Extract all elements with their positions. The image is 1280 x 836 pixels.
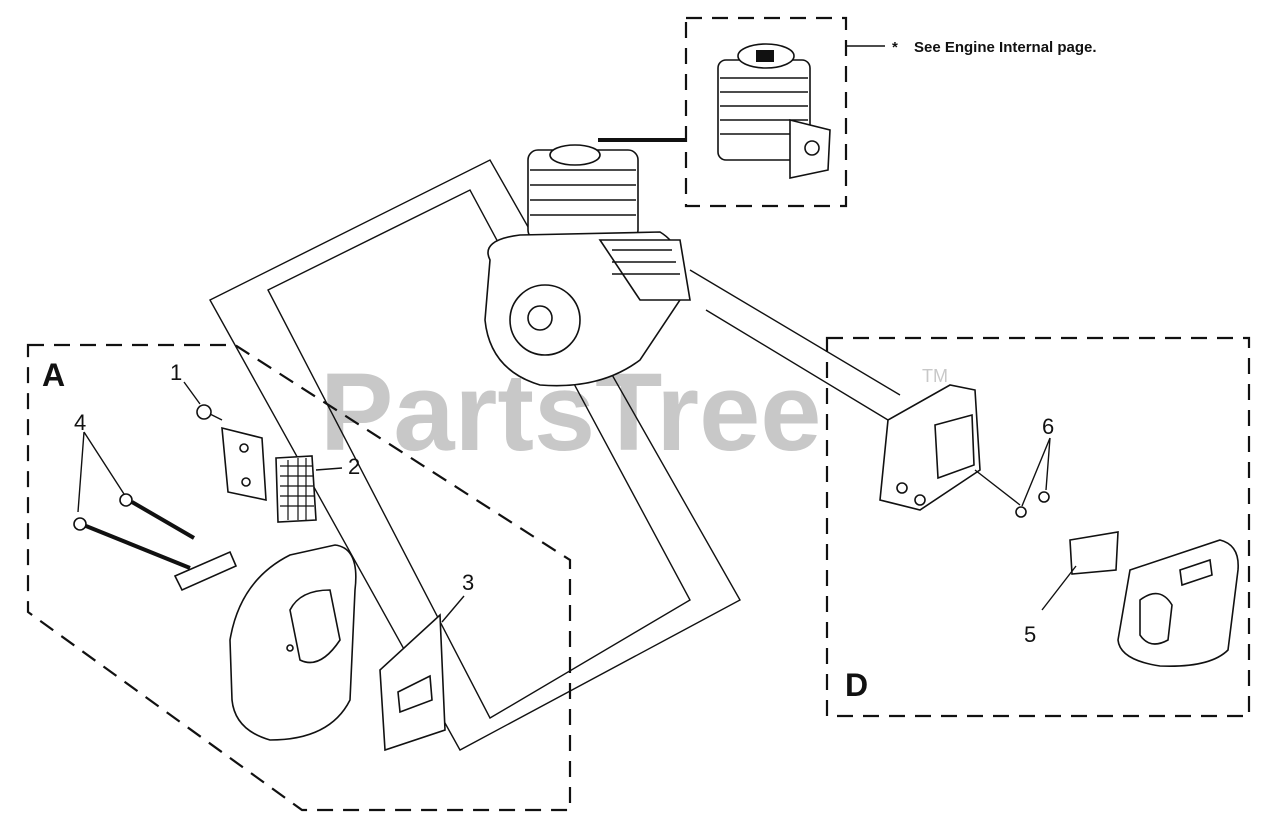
muffler-bolt-long-icon bbox=[73, 517, 191, 570]
callout-3: 3 bbox=[462, 570, 474, 595]
leader-2 bbox=[315, 467, 343, 471]
section-a-label: A bbox=[42, 357, 65, 393]
muffler-gasket-icon bbox=[173, 550, 238, 592]
muffler-bolt-short-icon bbox=[119, 493, 196, 540]
muffler-screw-icon bbox=[196, 404, 223, 421]
section-d-boundary bbox=[825, 336, 1251, 718]
watermark-trademark: TM bbox=[922, 366, 948, 386]
callout-1: 1 bbox=[170, 360, 182, 385]
callout-5: 5 bbox=[1024, 622, 1036, 647]
spark-arrestor-plate-icon bbox=[221, 426, 267, 501]
leader-5 bbox=[1041, 565, 1077, 611]
frame-outer bbox=[209, 159, 741, 751]
spark-arrestor-screen-icon bbox=[275, 455, 317, 523]
air-filter-cover-icon bbox=[1117, 539, 1239, 667]
cylinder-detail-box bbox=[684, 16, 848, 208]
engine-note-marker: * bbox=[892, 39, 898, 56]
callout-6: 6 bbox=[1042, 414, 1054, 439]
section-d-label: D bbox=[845, 667, 868, 703]
frame-inner bbox=[267, 189, 691, 719]
callout-4: 4 bbox=[74, 410, 86, 435]
air-path-line bbox=[689, 269, 1021, 506]
leader-4 bbox=[77, 431, 125, 513]
section-a-boundary bbox=[26, 343, 572, 812]
muffler-gasket-plate-icon bbox=[379, 613, 446, 752]
engine-assembly-icon bbox=[484, 144, 691, 387]
muffler-body-icon bbox=[229, 544, 357, 741]
leader-6 bbox=[1021, 437, 1051, 507]
callout-2: 2 bbox=[348, 454, 360, 479]
air-filter-screws-icon bbox=[1015, 491, 1050, 518]
engine-note-text: See Engine Internal page. bbox=[914, 39, 1097, 56]
air-filter-base-icon bbox=[879, 384, 981, 511]
leader-3 bbox=[441, 595, 465, 623]
cylinder-detail-icon bbox=[717, 43, 831, 179]
leader-1 bbox=[183, 381, 201, 405]
air-filter-element-icon bbox=[1069, 531, 1119, 575]
